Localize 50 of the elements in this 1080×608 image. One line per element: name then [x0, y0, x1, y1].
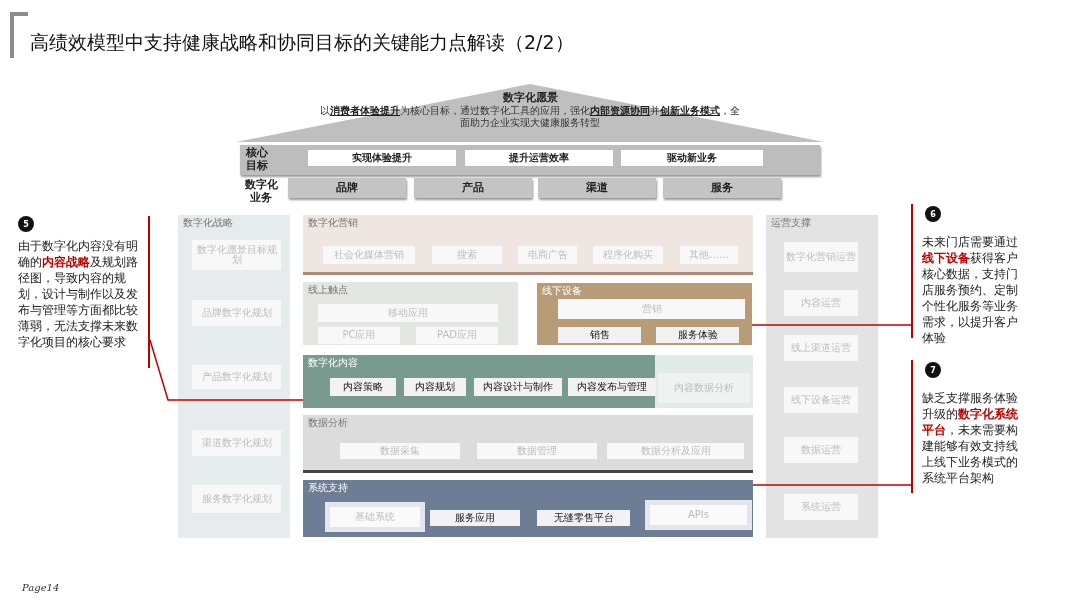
callout-text: 未来门店需要通过线下设备获得客户核心数据，支持门店服务预约、定制个性化服务等业务需求，以提升客户体验 — [922, 234, 1019, 346]
leader-line — [149, 339, 304, 401]
goal-tile: 提升运营效率 — [465, 150, 613, 166]
panel-title: 数字化战略 — [183, 216, 233, 230]
capability-tile: 内容策略 — [330, 378, 396, 396]
business-tile: 服务 — [663, 178, 781, 198]
layer-panel — [537, 283, 752, 345]
leader-line — [752, 484, 912, 486]
page-number: Page14 — [22, 582, 60, 593]
vision-heading: 数字化愿景 — [501, 90, 559, 105]
callout-number: 6 — [925, 206, 941, 222]
panel-title: 运营支撑 — [771, 216, 811, 230]
goal-band — [240, 145, 820, 175]
business-tile: 渠道 — [538, 178, 656, 198]
vision-statement: 以消费者体验提升为核心目标，通过数字化工具的应用，强化内部资源协同并创新业务模式，全面助力企业实现大健康服务转型 — [320, 105, 740, 129]
layer-panel — [303, 415, 753, 473]
slide-title: 高绩效模型中支持健康战略和协同目标的关键能力点解读（2/2） — [30, 30, 574, 55]
panel-title: 数据分析 — [308, 416, 348, 430]
callout-number: 5 — [18, 216, 34, 232]
panel-title: 核心目标 — [246, 146, 269, 172]
callout-bracket — [16, 216, 150, 368]
layer-panel — [303, 215, 753, 275]
layer-panel — [303, 355, 753, 408]
callout-text: 缺乏支撑服务体验升级的数字化系统平台，未来需要构建能够有效支持线上线下业务模式的系统平台架构 — [922, 390, 1019, 486]
panel-title: 线下设备 — [542, 284, 582, 298]
panel-title: 数字化营销 — [308, 216, 358, 230]
layer-panel — [303, 480, 753, 537]
panel-title: 数字化内容 — [308, 356, 358, 370]
capability-tile: 服务应用 — [430, 510, 520, 526]
business-tile: 品牌 — [288, 178, 406, 198]
capability-tile: 内容发布与管理 — [568, 378, 656, 396]
layer-panel — [303, 282, 518, 345]
capability-tile: 内容设计与制作 — [474, 378, 562, 396]
goal-tile: 驱动新业务 — [621, 150, 763, 166]
callout-number: 7 — [925, 362, 941, 378]
callout-text: 由于数字化内容没有明确的内容战略及规划路径图，导致内容的规划，设计与制作以及发布与管理等方面都比较薄弱，无法支撑未来数字化项目的核心要求 — [18, 238, 139, 350]
capability-tile: 服务体验 — [656, 327, 739, 343]
capability-tile: 销售 — [558, 327, 641, 343]
business-tile: 产品 — [414, 178, 532, 198]
row-heading: 数字化业务 — [243, 178, 279, 204]
panel-title: 系统支持 — [308, 481, 348, 495]
panel-title: 线上触点 — [308, 283, 348, 297]
capability-tile: 内容规划 — [404, 378, 466, 396]
column-panel — [766, 215, 878, 538]
goal-tile: 实现体验提升 — [308, 150, 456, 166]
column-panel — [178, 215, 290, 538]
capability-tile: APIs — [645, 500, 752, 530]
roof-banner — [236, 84, 824, 142]
capability-tile: 无缝零售平台 — [537, 510, 630, 526]
leader-line — [751, 324, 912, 326]
